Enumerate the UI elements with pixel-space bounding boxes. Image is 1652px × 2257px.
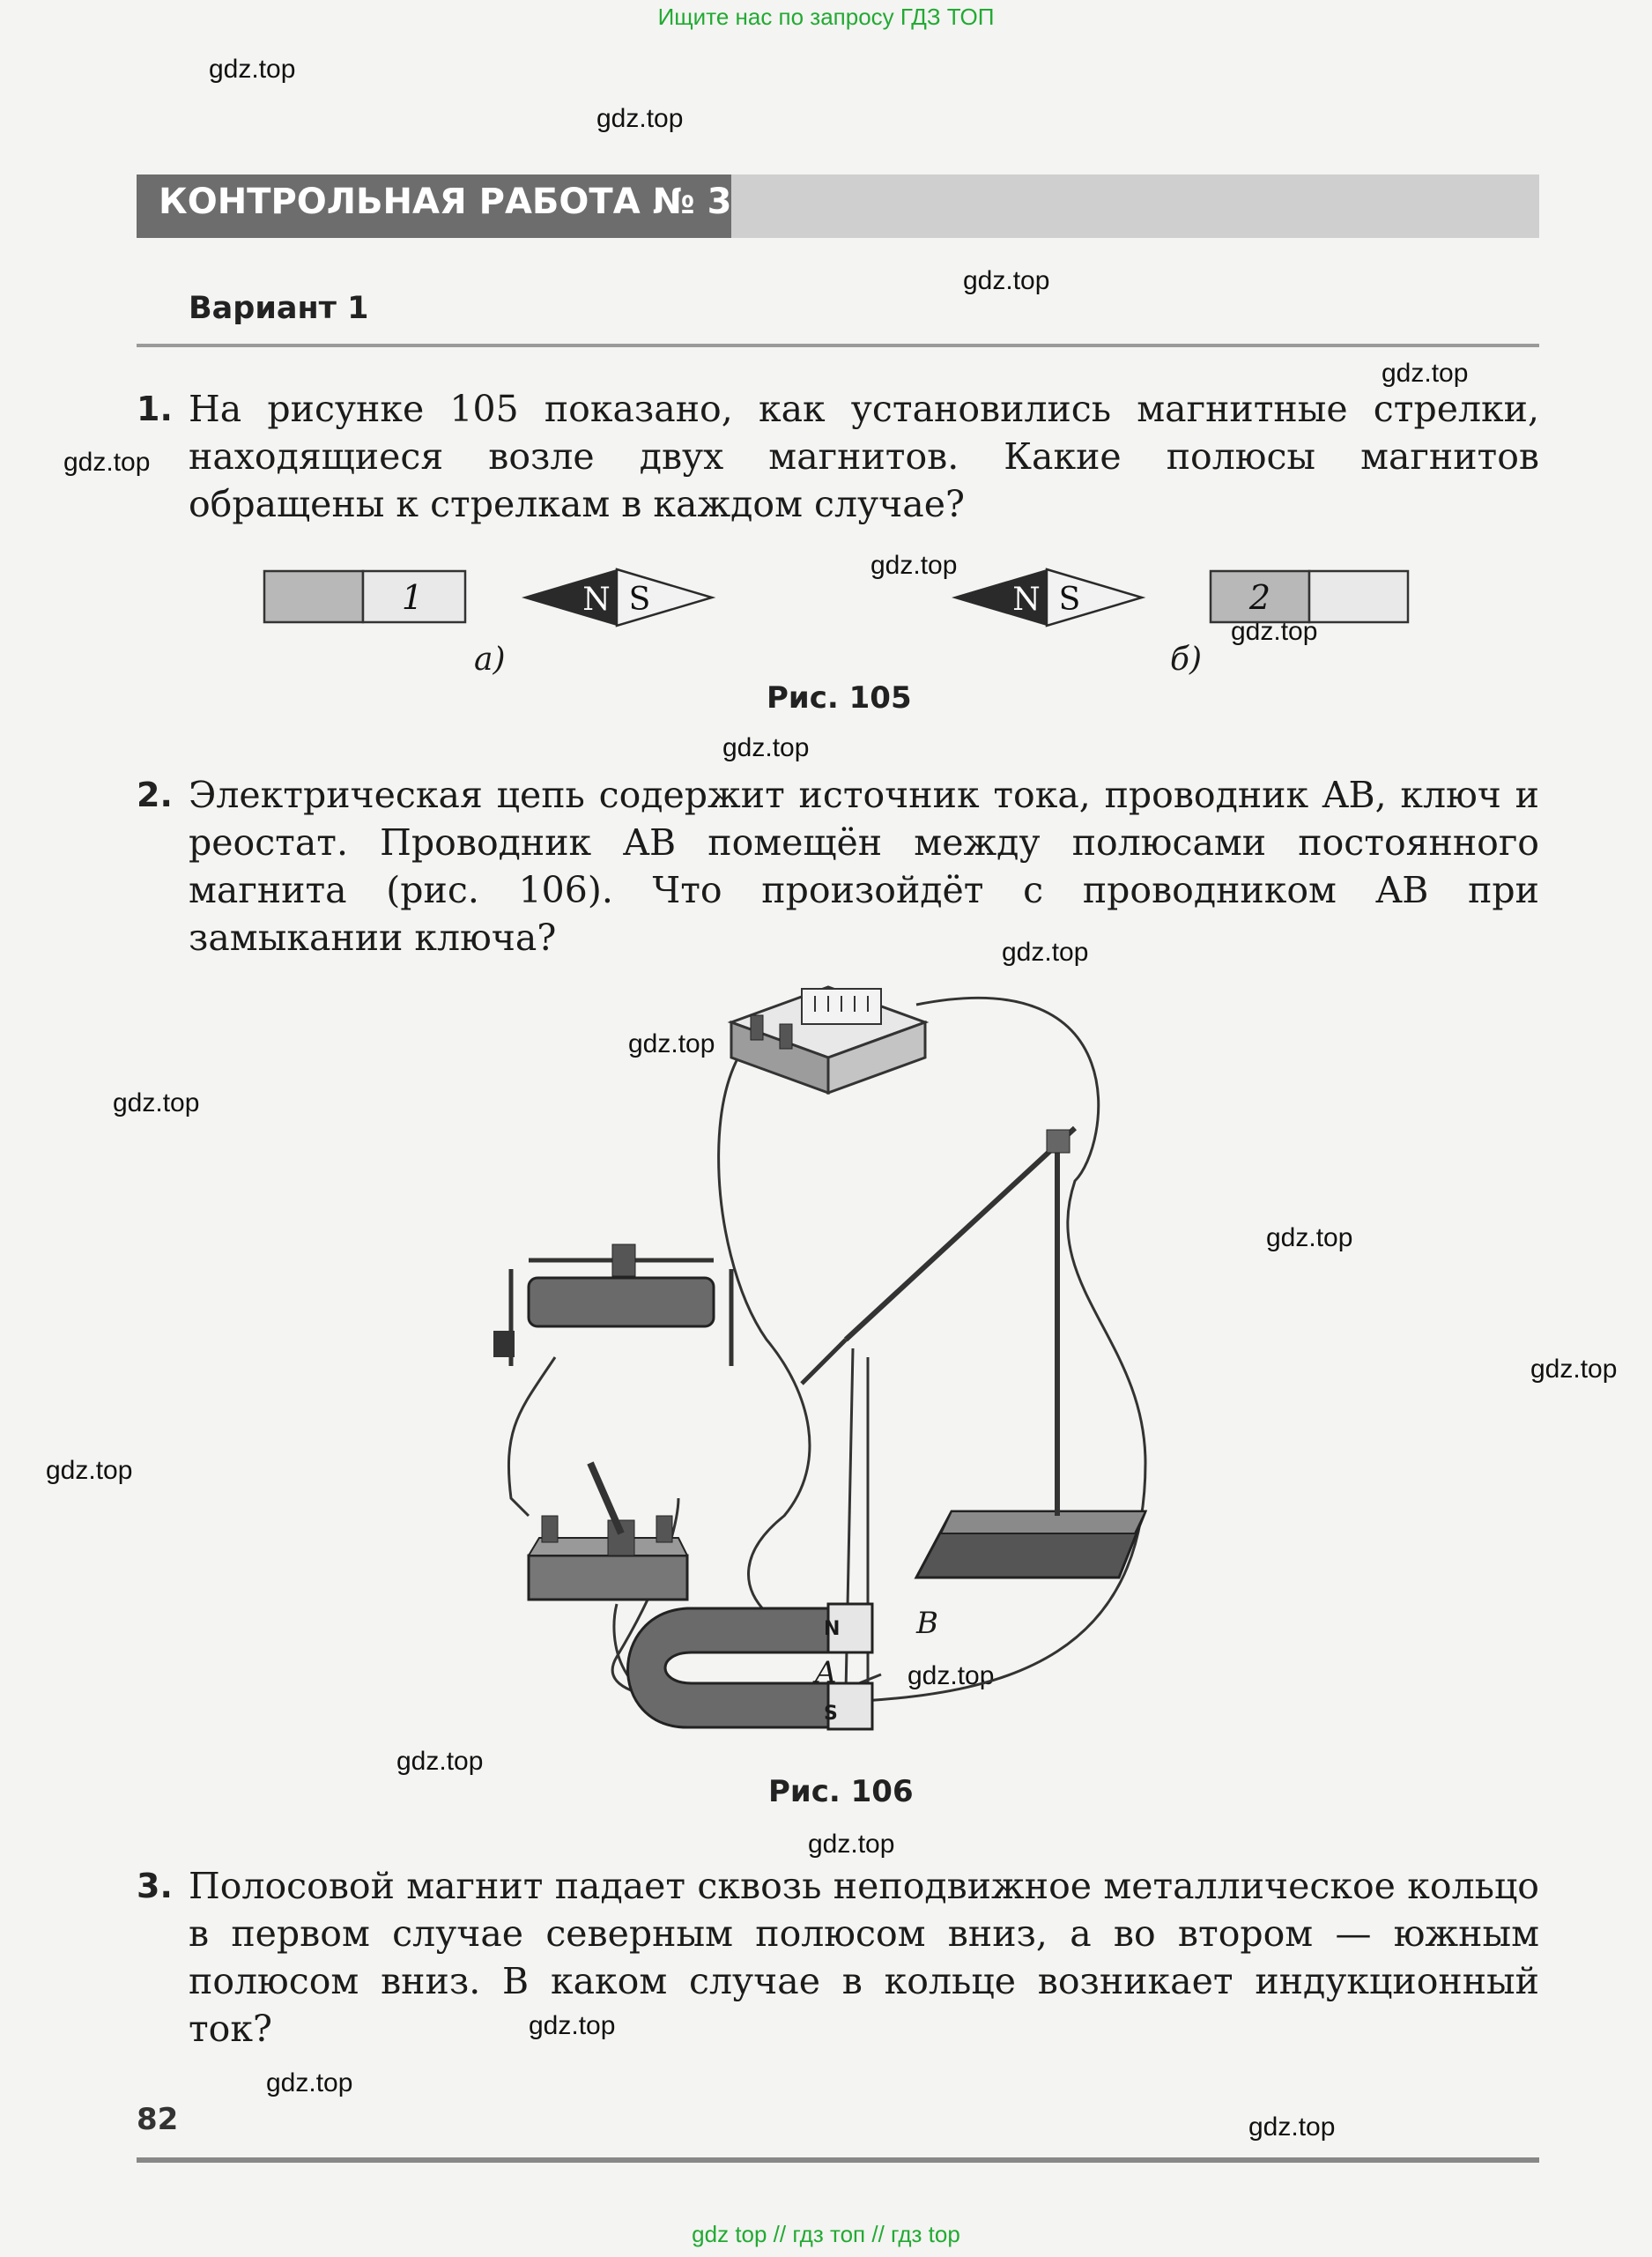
figure-105: 1 N S N S 2	[263, 568, 1410, 627]
question-text: На рисунке 105 показано, как установилис…	[189, 388, 1539, 525]
bottom-footer[interactable]: gdz top // гдз топ // гдз top	[692, 2221, 960, 2247]
watermark: gdz.top	[529, 2011, 616, 2040]
label-a: A	[815, 1655, 837, 1690]
current-source	[727, 985, 930, 1095]
watermark: gdz.top	[1266, 1223, 1353, 1252]
watermark: gdz.top	[1002, 938, 1089, 967]
watermark: gdz.top	[808, 1830, 895, 1859]
title-bar-dark	[137, 174, 731, 238]
needle-b-n: N	[1012, 582, 1041, 618]
watermark: gdz.top	[628, 1029, 715, 1058]
watermark: gdz.top	[113, 1088, 200, 1117]
switch	[527, 1461, 689, 1601]
page-number: 82	[137, 2102, 179, 2137]
divider	[137, 344, 1539, 347]
question-text: Электрическая цепь содержит источник ток…	[189, 774, 1539, 959]
watermark: gdz.top	[209, 55, 296, 84]
magnet-1	[263, 569, 467, 624]
stand	[800, 1125, 1148, 1579]
watermark: gdz.top	[963, 266, 1050, 295]
magnet-pole-s: S	[824, 1703, 838, 1725]
horseshoe-magnet	[626, 1602, 874, 1731]
watermark: gdz.top	[266, 2068, 353, 2097]
figure-105-sublabel-b: б)	[1170, 642, 1203, 678]
top-banner[interactable]: Ищите нас по запросу ГДЗ ТОП	[657, 4, 995, 30]
footer-rule	[137, 2157, 1539, 2163]
rheostat	[493, 1244, 734, 1366]
needle-b	[952, 568, 1146, 627]
needle-a-s: S	[629, 582, 651, 618]
magnet-2	[1209, 569, 1410, 624]
magnet-pole-n: N	[824, 1618, 841, 1640]
figure-105-sublabel-a: а)	[474, 642, 506, 678]
needle-b-s: S	[1059, 582, 1081, 618]
watermark: gdz.top	[1248, 2112, 1336, 2142]
watermark: gdz.top	[596, 104, 684, 133]
needle-a-n: N	[582, 582, 611, 618]
wire	[717, 1021, 811, 1615]
question-text: Полосовой магнит падает сквозь неподвижн…	[189, 1865, 1539, 2050]
magnet-2-label: 2	[1248, 578, 1270, 617]
variant-heading: Вариант 1	[189, 291, 369, 326]
watermark: gdz.top	[1382, 359, 1469, 388]
wire	[611, 997, 1147, 1705]
page-title: КОНТРОЛЬНАЯ РАБОТА № 3	[159, 182, 732, 222]
watermark: gdz.top	[63, 448, 151, 477]
label-b: B	[916, 1606, 938, 1641]
figure-106	[493, 985, 1148, 1731]
watermark: gdz.top	[870, 551, 958, 580]
magnet-1-label: 1	[402, 578, 423, 617]
figure-105-caption: Рис. 105	[767, 680, 912, 716]
watermark: gdz.top	[1530, 1355, 1618, 1384]
watermark: gdz.top	[46, 1456, 133, 1485]
figure-106-caption: Рис. 106	[768, 1774, 914, 1809]
needle-a	[522, 568, 716, 627]
question-number: 1.	[137, 390, 173, 428]
question-number: 2.	[137, 776, 173, 814]
watermark: gdz.top	[722, 733, 810, 762]
wire	[507, 1356, 557, 1518]
watermark: gdz.top	[396, 1747, 484, 1776]
question-number: 3.	[137, 1867, 173, 1905]
